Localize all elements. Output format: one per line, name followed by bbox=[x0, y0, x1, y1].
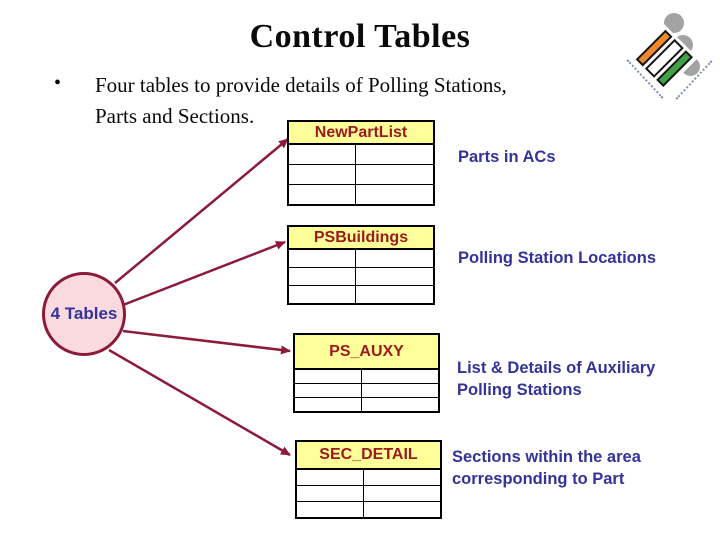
table-cell-empty bbox=[297, 502, 364, 517]
hub-circle: 4 Tables bbox=[42, 272, 126, 356]
table-row bbox=[295, 397, 438, 411]
table-cell-empty bbox=[295, 384, 362, 397]
table-cell-empty bbox=[362, 384, 438, 397]
table-cell-empty bbox=[289, 145, 357, 164]
table-cell-empty bbox=[297, 486, 364, 501]
table-caption-ps-auxy: List & Details of Auxiliary Polling Stat… bbox=[457, 357, 655, 401]
table-row bbox=[289, 250, 433, 267]
arrow-to-sec-detail bbox=[108, 348, 291, 457]
arrow-to-psbuildings bbox=[122, 240, 286, 307]
table-caption-sec-detail: Sections within the area corresponding t… bbox=[452, 446, 641, 490]
table-cell-empty bbox=[297, 470, 364, 485]
table-cell-empty bbox=[356, 286, 433, 303]
caption-line: corresponding to Part bbox=[452, 470, 625, 488]
hub-label: 4 Tables bbox=[50, 304, 118, 323]
table-cell-empty bbox=[295, 370, 362, 383]
caption-line: Sections within the area bbox=[452, 448, 641, 466]
bullet-icon: • bbox=[54, 72, 62, 94]
table-cell-empty bbox=[364, 470, 440, 485]
caption-line: Parts in ACs bbox=[458, 148, 556, 166]
table-header: PSBuildings bbox=[289, 227, 433, 250]
bullet-line-2: Parts and Sections. bbox=[95, 104, 255, 128]
table-cell-empty bbox=[356, 250, 433, 267]
logo-dot-icon bbox=[664, 13, 684, 33]
table-cell-empty bbox=[356, 185, 433, 204]
bullet-line-1: Four tables to provide details of Pollin… bbox=[95, 73, 507, 97]
table-cell-empty bbox=[356, 165, 433, 184]
table-cell-empty bbox=[364, 502, 440, 517]
table-cell-empty bbox=[362, 370, 438, 383]
table-cell-empty bbox=[356, 145, 433, 164]
table-cell-empty bbox=[289, 250, 357, 267]
table-header: NewPartList bbox=[289, 122, 433, 145]
table-newpartlist: NewPartList bbox=[287, 120, 435, 206]
caption-line: Polling Stations bbox=[457, 381, 582, 399]
table-cell-empty bbox=[364, 486, 440, 501]
table-ps-auxy: PS_AUXY bbox=[293, 333, 440, 413]
table-row bbox=[297, 470, 440, 485]
arrow-to-ps-auxy bbox=[122, 329, 291, 355]
table-row bbox=[295, 383, 438, 397]
table-cell-empty bbox=[289, 165, 357, 184]
table-row bbox=[295, 370, 438, 383]
table-cell-empty bbox=[295, 398, 362, 411]
caption-line: List & Details of Auxiliary bbox=[457, 359, 656, 377]
table-cell-empty bbox=[356, 268, 433, 285]
table-psbuildings: PSBuildings bbox=[287, 225, 435, 305]
table-row bbox=[289, 145, 433, 164]
caption-line: Polling Station Locations bbox=[458, 249, 656, 267]
table-caption-psbuildings: Polling Station Locations bbox=[458, 247, 656, 269]
table-cell-empty bbox=[289, 286, 357, 303]
table-row bbox=[297, 501, 440, 517]
table-sec-detail: SEC_DETAIL bbox=[295, 440, 442, 519]
table-row bbox=[289, 285, 433, 303]
table-row bbox=[289, 267, 433, 285]
eci-diamond-icon bbox=[630, 24, 698, 92]
table-row bbox=[289, 164, 433, 184]
table-cell-empty bbox=[362, 398, 438, 411]
bullet-text: Four tables to provide details of Pollin… bbox=[95, 70, 595, 132]
table-header: SEC_DETAIL bbox=[297, 442, 440, 470]
table-cell-empty bbox=[289, 268, 357, 285]
table-row bbox=[289, 184, 433, 204]
table-caption-newpartlist: Parts in ACs bbox=[458, 146, 556, 168]
table-cell-empty bbox=[289, 185, 357, 204]
table-header: PS_AUXY bbox=[295, 335, 438, 370]
page-title: Control Tables bbox=[249, 18, 471, 55]
table-row bbox=[297, 485, 440, 501]
arrow-to-newpartlist bbox=[114, 138, 289, 284]
eci-logo bbox=[612, 4, 720, 112]
